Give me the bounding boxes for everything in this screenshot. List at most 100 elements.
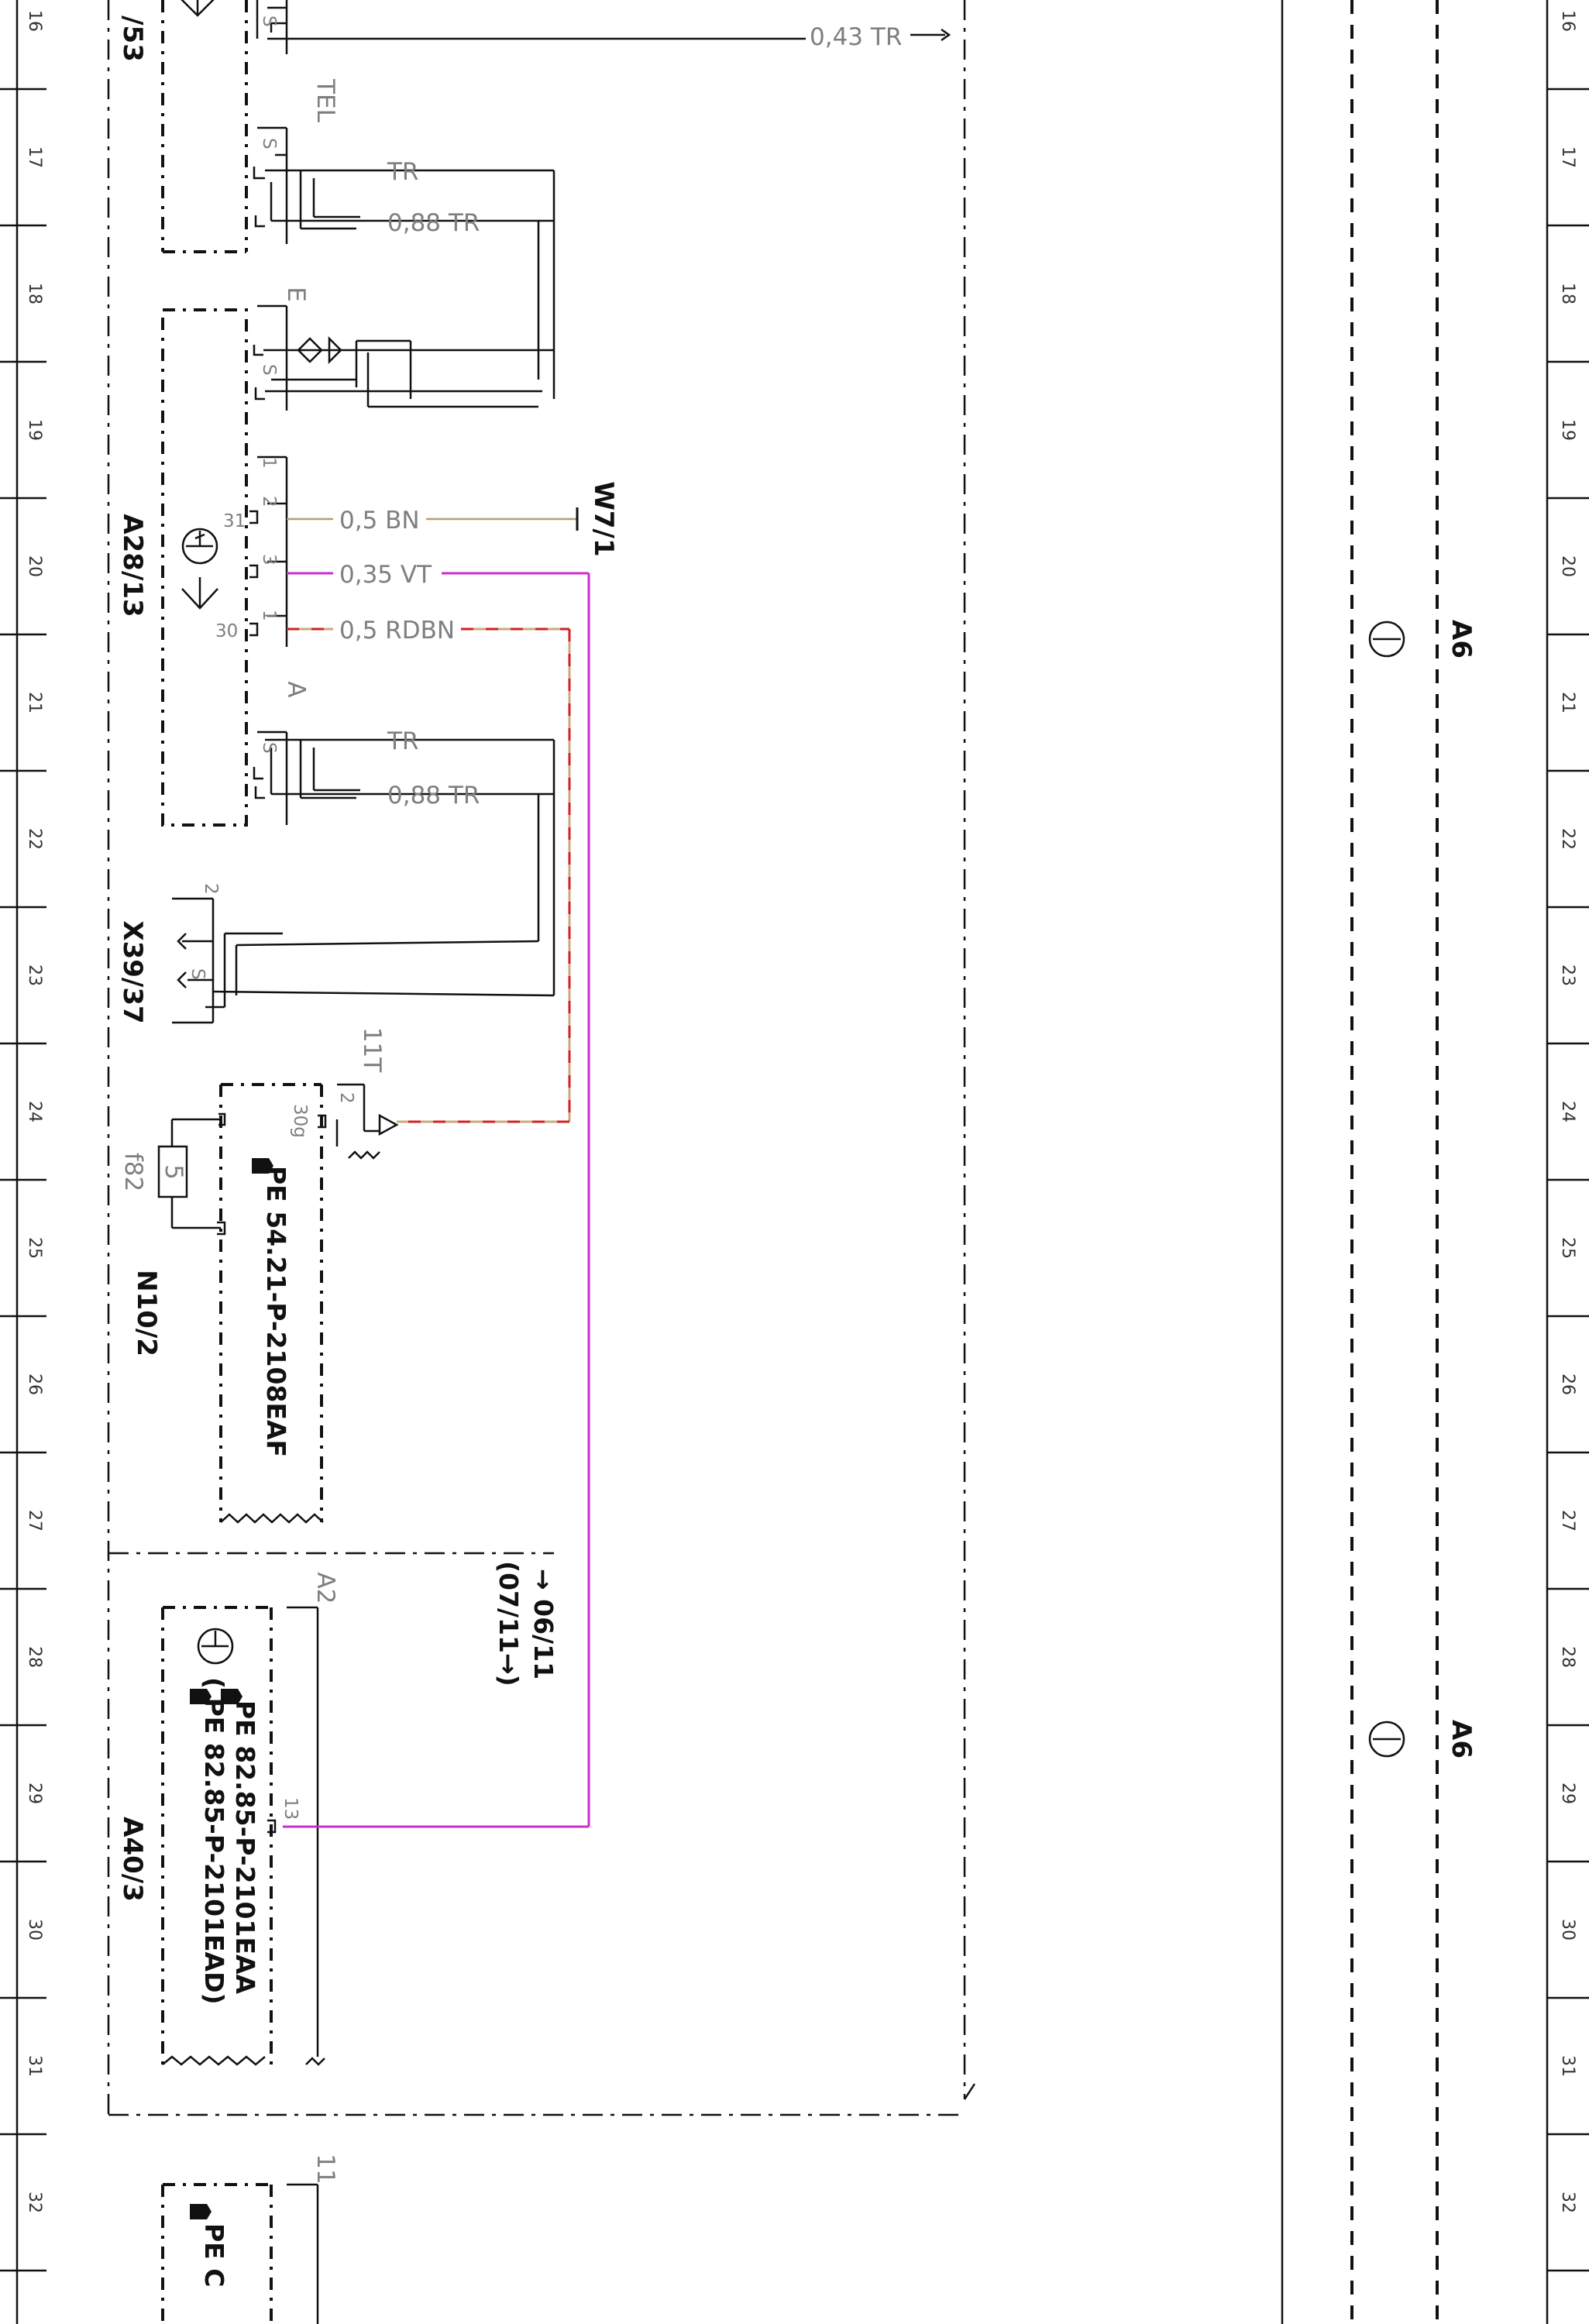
right-dashed-boundary (1350, 0, 1439, 2324)
wire-vt (283, 572, 590, 1828)
pin-x39-s: S (187, 968, 208, 980)
grid-number: 25 (1558, 1237, 1577, 1259)
pin-1b: 1 (259, 610, 279, 621)
wire-label-top: 0,43 TR (810, 23, 902, 51)
pin-30g: 30g (290, 1104, 310, 1138)
label-a6-upper: A6 (1446, 620, 1477, 658)
grid-strip-left (0, 0, 46, 2324)
wire-label-tel-2: 0,88 TR (387, 209, 480, 237)
a28-connectors (181, 304, 555, 995)
grid-number: 18 (25, 283, 44, 304)
wire-label-bn: 0,5 BN (339, 507, 420, 535)
pin-tel-s: S (259, 138, 279, 150)
outer-enclosure (107, 0, 966, 2116)
pin-top-s: S (259, 15, 279, 27)
a6-symbols (1368, 621, 1405, 1758)
label-11t: 11T (358, 1027, 386, 1073)
grid-number: 23 (25, 964, 44, 986)
top-partial-box (161, 0, 248, 253)
pin-x39-2: 2 (201, 883, 221, 895)
label-a: A (282, 681, 310, 697)
grid-number: 20 (25, 555, 44, 577)
component-labels: /53 TEL E A A28/13 X39/37 N10/2 A40/3 A2… (117, 15, 1477, 2185)
ref-date-from: → 06/11 (528, 1569, 559, 1679)
ref-bottom-pe: PE C (199, 2223, 229, 2287)
grid-number: 18 (1558, 283, 1577, 304)
grid-number: 20 (1558, 555, 1577, 577)
grid-number: 27 (25, 1510, 44, 1532)
grid-number: 17 (25, 146, 44, 168)
label-fuse: f82 (119, 1153, 147, 1191)
wire-bn (287, 507, 579, 531)
bottom-connector (287, 2183, 319, 2324)
label-a2: A2 (311, 1573, 339, 1604)
grid-number: 29 (25, 1783, 44, 1804)
wire-rdbn (287, 627, 571, 1123)
grid-number: 30 (25, 1919, 44, 1941)
wire-label-vt: 0,35 VT (339, 561, 432, 589)
grid-strip-right (1281, 0, 1589, 2324)
pin-1: 1 (259, 457, 279, 469)
pin-2: 2 (259, 496, 279, 507)
grid-number: 22 (25, 828, 44, 850)
label-n10: N10/2 (131, 1270, 162, 1356)
a2-connector (197, 1606, 325, 2066)
wire-label-tel-s: TR (387, 158, 418, 186)
grid-number: 24 (1558, 1101, 1577, 1122)
x39-connector (172, 897, 555, 1024)
grid-number: 16 (25, 10, 44, 32)
grid-number: 28 (1558, 1646, 1577, 1668)
label-x39: X39/37 (117, 920, 148, 1023)
label-a28: A28/13 (117, 514, 148, 617)
n10-break (220, 1513, 324, 1524)
label-fuse-value: 5 (160, 1164, 187, 1180)
n10-box (219, 1083, 323, 1522)
label-w7: W7/1 (588, 481, 619, 556)
grid-number: 16 (1558, 10, 1577, 32)
grid-number: 31 (25, 2055, 44, 2077)
pin-31: 31 (223, 511, 246, 531)
ref-a40-pe1: PE 82.85-P-2101EAA (230, 1700, 260, 1995)
label-a6-lower: A6 (1446, 1720, 1477, 1758)
grid-number: 22 (1558, 828, 1577, 850)
wire-labels: 0,43 TR TR 0,88 TR 0,5 BN 0,35 VT 0,5 RD… (339, 23, 902, 810)
top-connector (181, 0, 951, 54)
label-11: 11 (311, 2154, 339, 2184)
grid-number: 26 (1558, 1373, 1577, 1395)
ref-n10-pe: PE 54.21-P-2108EAF (261, 1166, 291, 1457)
tel-connector (253, 126, 555, 399)
grid-number: 26 (25, 1373, 44, 1395)
a40-box (161, 1606, 273, 2064)
n10-connector (157, 1083, 399, 1236)
wire-label-a-2: 0,88 TR (387, 782, 480, 810)
pin-3: 3 (259, 554, 279, 566)
pin-30: 30 (215, 621, 238, 641)
pin-a-s: S (259, 742, 279, 754)
grid-number: 30 (1558, 1919, 1577, 1941)
pin-e-s: S (259, 364, 279, 376)
grid-number: 28 (25, 1646, 44, 1668)
grid-number: 29 (1558, 1783, 1577, 1804)
grid-number: 21 (1558, 692, 1577, 713)
ref-a40-pe2: ( PE 82.85-P-2101EAD) (199, 1677, 229, 2005)
reference-labels: PE 54.21-P-2108EAF PE 82.85-P-2101EAA ( … (199, 1166, 559, 2287)
grid-number: 24 (25, 1101, 44, 1122)
grid-number: 32 (1558, 2192, 1577, 2213)
label-a40: A40/3 (117, 1817, 148, 1902)
bottom-box (161, 2183, 273, 2324)
a28-box (161, 308, 248, 827)
grid-number: 25 (25, 1237, 44, 1259)
wire-label-rdbn: 0,5 RDBN (339, 617, 455, 645)
grid-number: 27 (1558, 1510, 1577, 1532)
hand-pointer-icon (190, 1158, 273, 2219)
label-tel: TEL (311, 78, 339, 123)
label-top-partial: /53 (117, 15, 148, 62)
grid-number: 19 (25, 419, 44, 441)
ref-date-to: (07/11→) (494, 1561, 524, 1686)
grid-number: 31 (1558, 2055, 1577, 2077)
a40-break (162, 2055, 266, 2066)
grid-number: 17 (1558, 146, 1577, 168)
